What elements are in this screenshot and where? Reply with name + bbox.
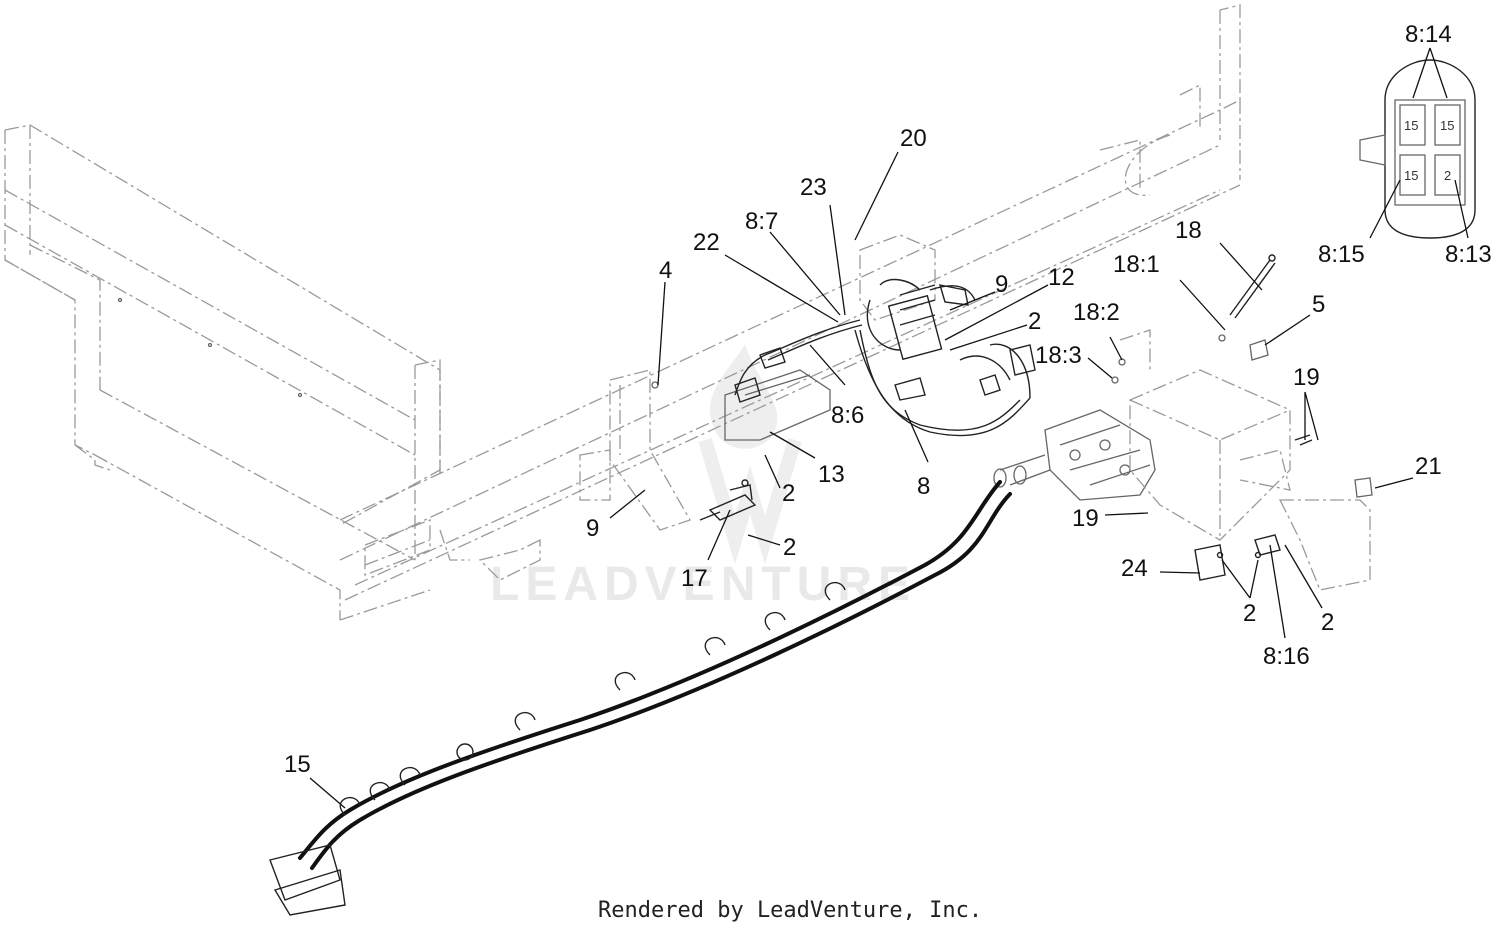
tank-21 bbox=[1129, 369, 1373, 591]
callout-8-16: 8:16 bbox=[1263, 643, 1310, 670]
callout-9: 9 bbox=[586, 515, 599, 542]
callout-19: 19 bbox=[1072, 505, 1099, 532]
watermark-logo bbox=[698, 345, 802, 565]
callout-8-15: 8:15 bbox=[1318, 241, 1365, 268]
callout-21: 21 bbox=[1415, 453, 1442, 480]
components-right bbox=[1194, 434, 1313, 581]
callout-18-3: 18:3 bbox=[1035, 342, 1082, 369]
hose-15 bbox=[269, 480, 1012, 916]
footer-credit: Rendered by LeadVenture, Inc. bbox=[598, 898, 982, 923]
pin-label: 15 bbox=[1440, 118, 1454, 133]
callout-18-2: 18:2 bbox=[1073, 299, 1120, 326]
pin-label: 15 bbox=[1404, 168, 1418, 183]
controller-harness bbox=[734, 234, 1036, 437]
callout-8-13: 8:13 bbox=[1445, 241, 1492, 268]
valve-block bbox=[993, 409, 1156, 501]
callout-12: 12 bbox=[1048, 264, 1075, 291]
callout-17: 17 bbox=[681, 565, 708, 592]
callout-2: 2 bbox=[1243, 600, 1256, 627]
callout-18: 18 bbox=[1175, 217, 1202, 244]
callout-labels: 20 23 8:7 22 4 9 12 2 18:1 18 18:2 18:3 … bbox=[284, 21, 1492, 778]
callout-19: 19 bbox=[1293, 364, 1320, 391]
callout-9: 9 bbox=[995, 271, 1008, 298]
callout-20: 20 bbox=[900, 125, 927, 152]
callout-2: 2 bbox=[1321, 609, 1334, 636]
callout-8-7: 8:7 bbox=[745, 208, 778, 235]
callout-8-14: 8:14 bbox=[1405, 21, 1452, 48]
callout-8: 8 bbox=[917, 473, 930, 500]
callout-2: 2 bbox=[1028, 308, 1041, 335]
connector-detail: 15 15 15 2 bbox=[1359, 59, 1476, 239]
callout-2: 2 bbox=[783, 534, 796, 561]
mount-plate bbox=[609, 369, 691, 531]
callout-13: 13 bbox=[818, 461, 845, 488]
callout-8-6: 8:6 bbox=[831, 402, 864, 429]
callout-22: 22 bbox=[693, 229, 720, 256]
callout-15: 15 bbox=[284, 751, 311, 778]
main-beam bbox=[339, 4, 1241, 601]
bracket-13 bbox=[724, 369, 831, 441]
callout-24: 24 bbox=[1121, 555, 1148, 582]
pin-label: 2 bbox=[1444, 168, 1451, 183]
callout-2: 2 bbox=[782, 480, 795, 507]
callout-4: 4 bbox=[659, 257, 672, 284]
leader-lines bbox=[309, 47, 1469, 809]
switch-17 bbox=[699, 479, 757, 521]
callout-23: 23 bbox=[800, 174, 827, 201]
callout-5: 5 bbox=[1312, 291, 1325, 318]
pin-label: 15 bbox=[1404, 118, 1418, 133]
deck-frame bbox=[4, 124, 441, 621]
callout-18-1: 18:1 bbox=[1113, 251, 1160, 278]
